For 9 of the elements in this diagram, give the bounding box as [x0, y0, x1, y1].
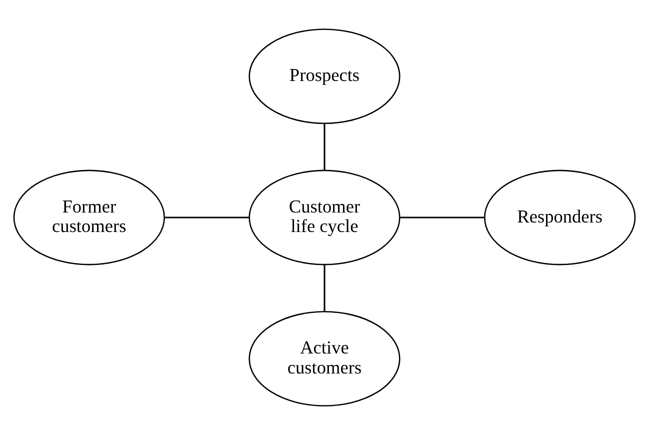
node-ellipse: Active customers [248, 310, 400, 406]
connector [164, 216, 249, 218]
node-ellipse: Prospects [248, 28, 400, 124]
connector [324, 264, 326, 312]
connector [400, 216, 484, 218]
connector [324, 123, 326, 170]
node-ellipse: Former customers [13, 170, 165, 266]
node-ellipse: Responders [484, 170, 636, 266]
node-ellipse: Customer life cycle [248, 170, 400, 266]
